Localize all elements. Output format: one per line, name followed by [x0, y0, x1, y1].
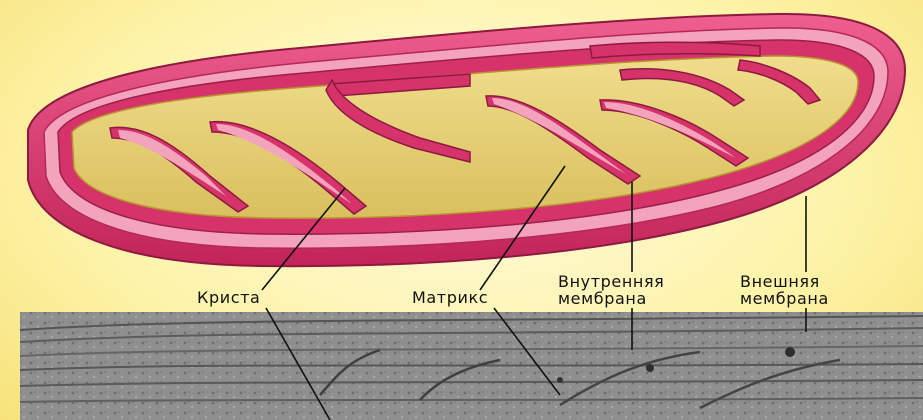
label-inner-membrane-line1: Внутренняя	[558, 273, 664, 290]
label-matrix: Матрикс	[412, 289, 488, 306]
label-outer-membrane: Внешняя мембрана	[740, 273, 829, 307]
label-outer-membrane-line2: мембрана	[740, 290, 829, 307]
electron-micrograph	[20, 312, 923, 420]
label-inner-membrane-line2: мембрана	[558, 290, 664, 307]
label-outer-membrane-line1: Внешняя	[740, 273, 829, 290]
label-crista: Криста	[197, 289, 260, 306]
label-inner-membrane: Внутренняя мембрана	[558, 273, 664, 307]
